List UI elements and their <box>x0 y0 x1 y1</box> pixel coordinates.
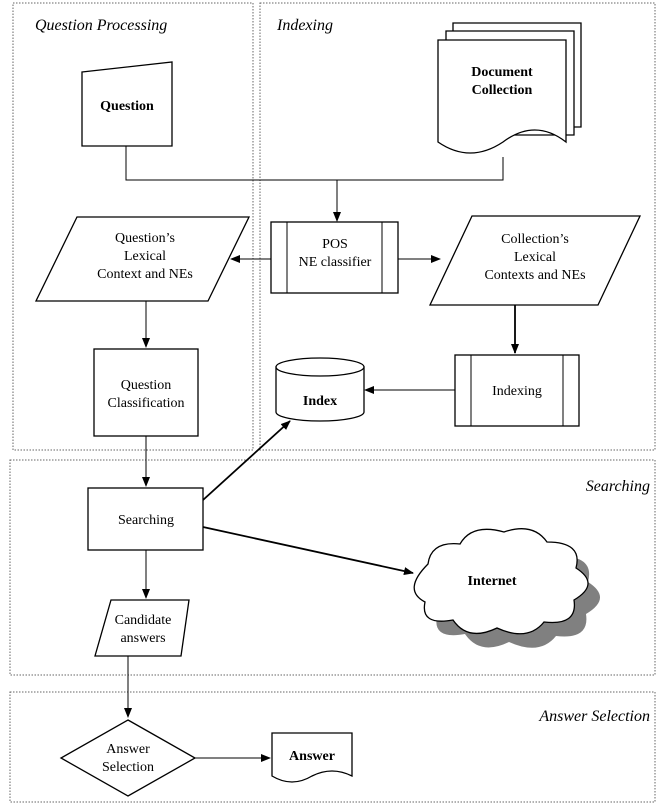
collection-lexical-line-3: Contexts and NEs <box>484 268 585 283</box>
searching-node <box>87 487 204 551</box>
document-collection-node <box>437 22 582 154</box>
answer-selection-lane <box>9 691 656 803</box>
question-classification-line-1: Question <box>121 378 172 393</box>
indexing-title: Indexing <box>276 17 333 34</box>
pos-classifier-node <box>270 221 399 294</box>
indexing-process-node <box>454 354 580 427</box>
answer-selection-line-1: Answer <box>106 742 150 757</box>
indexing-process-label: Indexing <box>492 384 542 399</box>
question-connector <box>125 146 337 181</box>
internet-cloud <box>413 528 589 635</box>
question-processing-lane <box>12 2 254 451</box>
candidate-answers-line-1: Candidate <box>115 613 172 628</box>
question-classification-line-2: Classification <box>108 396 185 411</box>
candidate-answers-line-2: answers <box>120 631 165 646</box>
searching-lane <box>9 459 656 676</box>
collection-lexical-line-2: Lexical <box>514 250 556 265</box>
collection-connector <box>337 157 504 181</box>
arrow-to-index-from-searching <box>202 420 291 501</box>
question-processing-title: Question Processing <box>35 17 167 34</box>
pos-classifier-line-1: POS <box>322 237 348 252</box>
question-lexical-line-2: Lexical <box>124 249 166 264</box>
answer-selection-node <box>59 719 197 797</box>
answer-node <box>271 732 353 783</box>
document-collection-line-1: Document <box>471 65 533 80</box>
question-lexical-line-3: Context and NEs <box>97 267 193 282</box>
arrow-to-internet <box>202 526 414 575</box>
answer-selection-line-2: Selection <box>102 760 154 775</box>
index-node <box>275 357 365 422</box>
document-collection-line-2: Collection <box>472 83 533 98</box>
internet-label: Internet <box>468 574 517 589</box>
question-label: Question <box>100 99 154 114</box>
answer-selection-title: Answer Selection <box>538 708 650 725</box>
collection-lexical-node <box>428 215 642 306</box>
indexing-lane <box>259 2 656 451</box>
collection-lexical-line-1: Collection’s <box>501 232 569 247</box>
searching-title: Searching <box>586 478 650 495</box>
candidate-answers-node <box>94 599 190 657</box>
question-lexical-line-1: Question’s <box>115 231 175 246</box>
pos-classifier-line-2: NE classifier <box>299 255 372 270</box>
searching-label: Searching <box>118 513 174 528</box>
answer-label: Answer <box>289 749 335 764</box>
question-node <box>81 61 173 147</box>
index-label: Index <box>303 394 337 409</box>
question-classification-node <box>93 348 199 437</box>
question-lexical-node <box>34 216 251 302</box>
